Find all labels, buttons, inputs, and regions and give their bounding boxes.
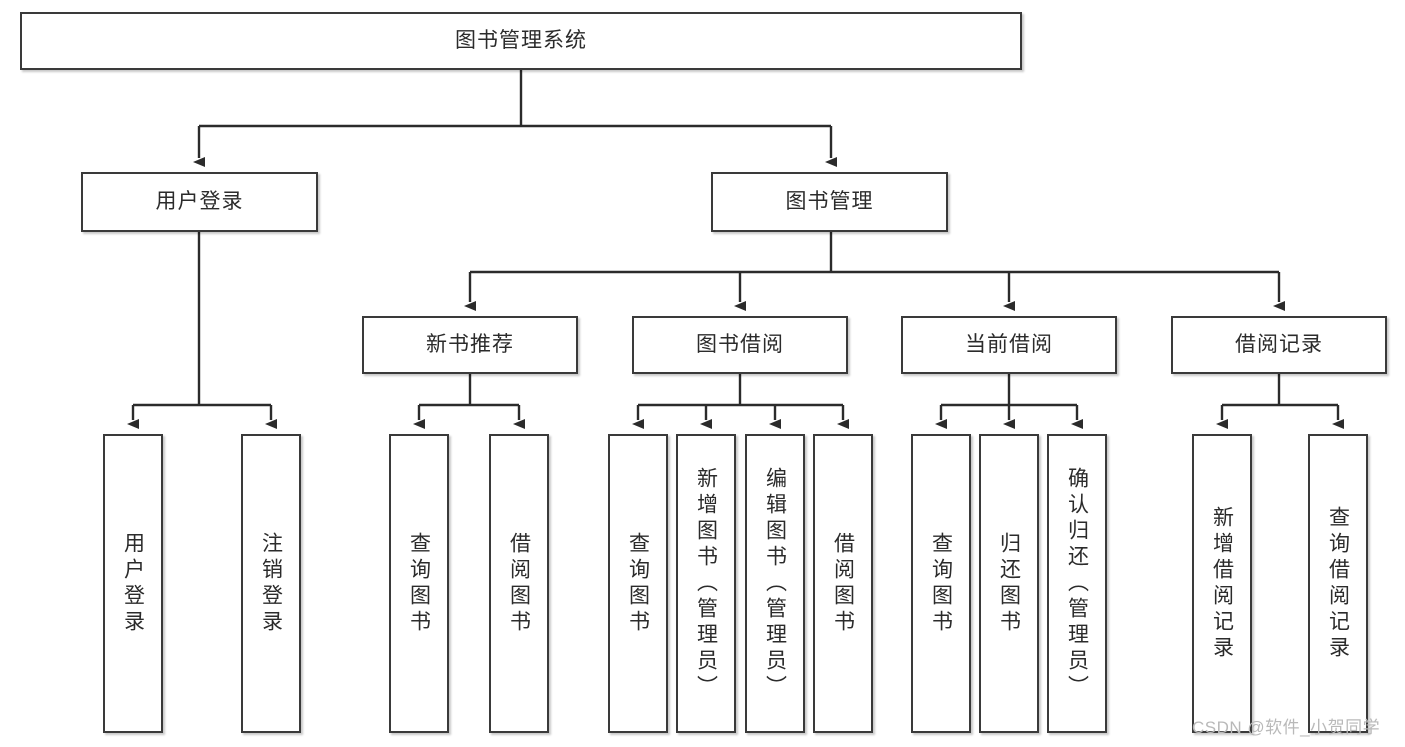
node-borrow-record[interactable]: 借阅记录 (1171, 316, 1387, 374)
node-leaf-add-book[interactable]: 新增图书（管理员） (676, 434, 736, 733)
node-leaf-query-book-1[interactable]: 查询图书 (389, 434, 449, 733)
node-leaf-borrow-book-2[interactable]: 借阅图书 (813, 434, 873, 733)
node-leaf-query-record[interactable]: 查询借阅记录 (1308, 434, 1368, 733)
node-leaf-confirm-return-label: 确认归还（管理员） (1065, 466, 1089, 701)
node-leaf-logout-login-label: 注销登录 (259, 531, 283, 636)
node-book-borrow[interactable]: 图书借阅 (632, 316, 848, 374)
csdn-watermark: CSDN @软件_小贺同学 (1192, 718, 1381, 737)
node-leaf-query-record-label: 查询借阅记录 (1326, 505, 1350, 662)
node-leaf-add-book-label: 新增图书（管理员） (694, 466, 718, 701)
node-book-borrow-label: 图书借阅 (696, 333, 784, 357)
node-book-management-label: 图书管理 (785, 190, 874, 214)
node-leaf-borrow-book-1-label: 借阅图书 (507, 531, 531, 636)
node-book-management[interactable]: 图书管理 (711, 172, 948, 232)
node-current-borrow[interactable]: 当前借阅 (901, 316, 1117, 374)
node-leaf-query-book-3[interactable]: 查询图书 (911, 434, 971, 733)
node-root-label: 图书管理系统 (455, 29, 587, 53)
node-current-borrow-label: 当前借阅 (965, 333, 1053, 357)
node-borrow-record-label: 借阅记录 (1235, 333, 1323, 357)
node-leaf-edit-book[interactable]: 编辑图书（管理员） (745, 434, 805, 733)
node-leaf-borrow-book-1[interactable]: 借阅图书 (489, 434, 549, 733)
node-leaf-return-book-label: 归还图书 (997, 531, 1021, 636)
node-leaf-user-login-label: 用户登录 (121, 531, 145, 636)
node-leaf-logout-login[interactable]: 注销登录 (241, 434, 301, 733)
node-leaf-query-book-1-label: 查询图书 (407, 531, 431, 636)
node-new-book-recommend-label: 新书推荐 (426, 333, 514, 357)
node-leaf-query-book-2[interactable]: 查询图书 (608, 434, 668, 733)
node-new-book-recommend[interactable]: 新书推荐 (362, 316, 578, 374)
node-root[interactable]: 图书管理系统 (20, 12, 1022, 70)
node-leaf-query-book-3-label: 查询图书 (929, 531, 953, 636)
node-leaf-query-book-2-label: 查询图书 (626, 531, 650, 636)
node-leaf-add-record-label: 新增借阅记录 (1210, 505, 1234, 662)
node-leaf-return-book[interactable]: 归还图书 (979, 434, 1039, 733)
node-leaf-borrow-book-2-label: 借阅图书 (831, 531, 855, 636)
node-leaf-confirm-return[interactable]: 确认归还（管理员） (1047, 434, 1107, 733)
node-leaf-user-login[interactable]: 用户登录 (103, 434, 163, 733)
node-user-login[interactable]: 用户登录 (81, 172, 318, 232)
node-user-login-label: 用户登录 (155, 190, 244, 214)
node-leaf-edit-book-label: 编辑图书（管理员） (763, 466, 787, 701)
node-leaf-add-record[interactable]: 新增借阅记录 (1192, 434, 1252, 733)
